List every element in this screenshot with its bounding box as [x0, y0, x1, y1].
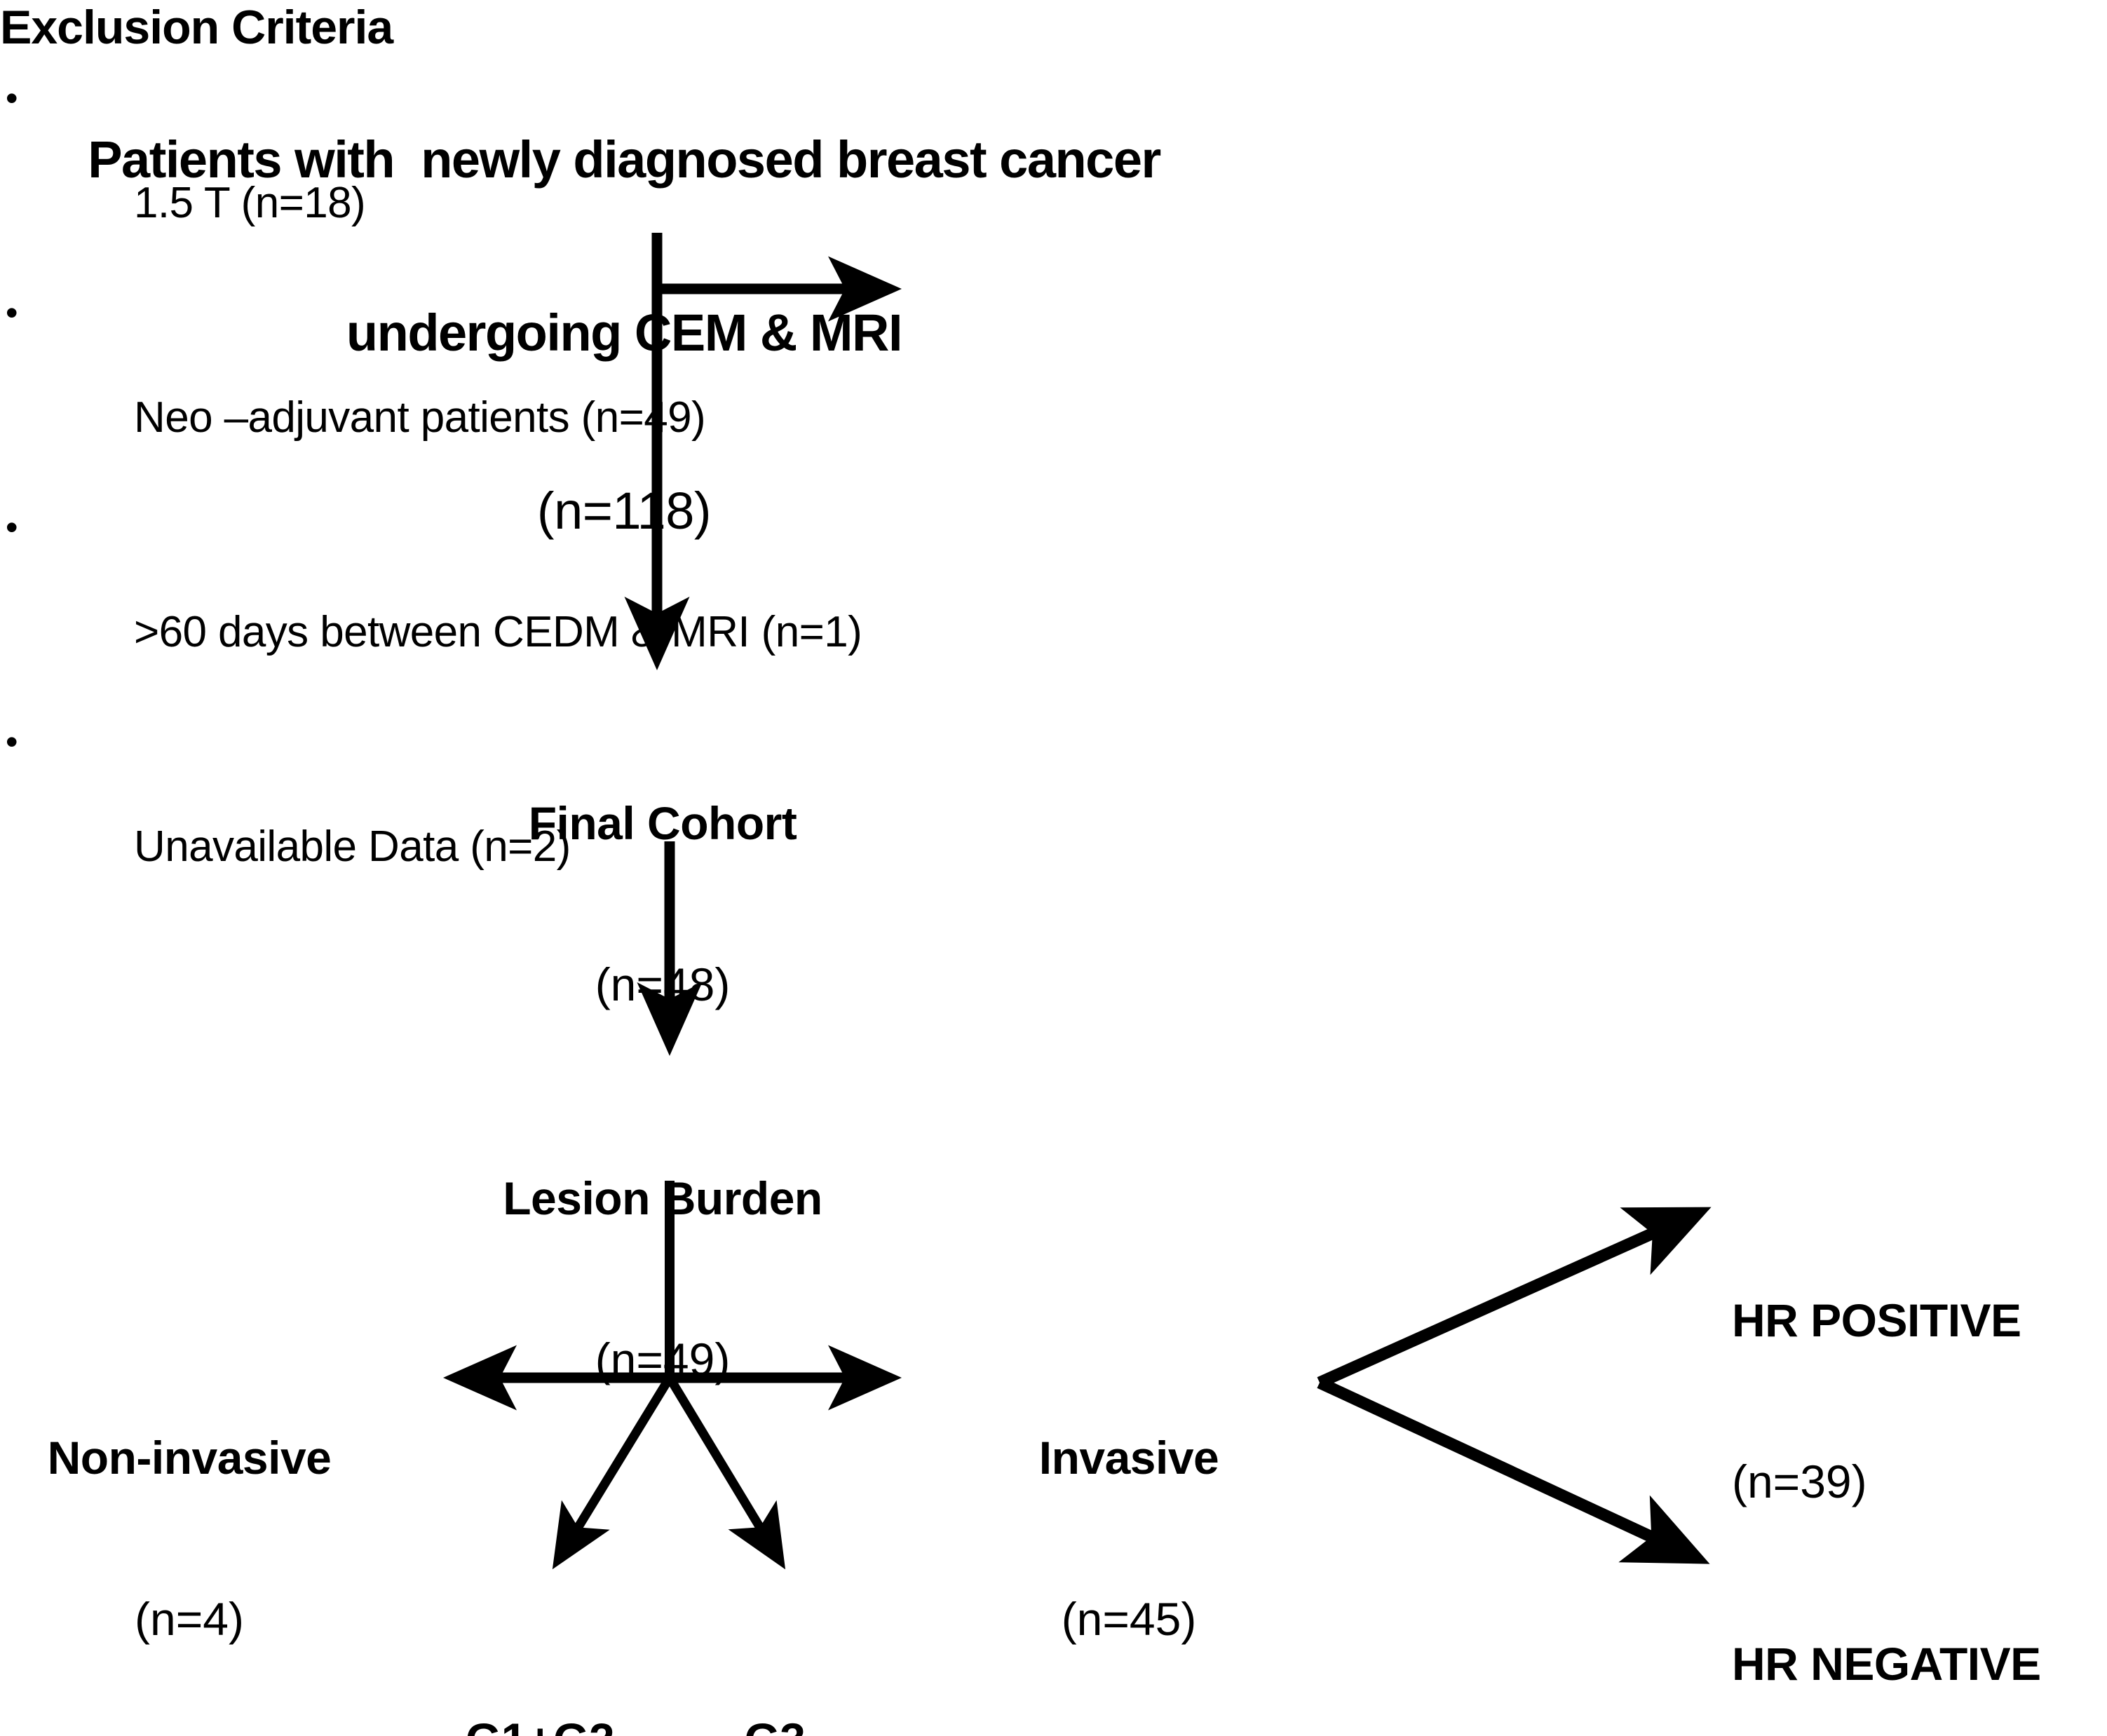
list-item: • 1.5 T (n=18): [0, 79, 1122, 278]
cohort-source-line2: undergoing CEM & MRI: [346, 303, 903, 362]
edge-invasive-to-hr-positive: [1317, 1207, 1712, 1388]
list-item-label: 1.5 T (n=18): [134, 179, 366, 227]
final-cohort-count: (n=48): [595, 958, 731, 1010]
list-item-label: Neo –adjuvant patients (n=49): [134, 393, 706, 442]
node-g3: G3 (n=21): [670, 1606, 880, 1736]
node-invasive: Invasive (n=45): [982, 1324, 1276, 1736]
list-item: • Unavailable Data (n=2): [0, 722, 1122, 921]
node-hr-positive: HR POSITIVE (n=39): [1732, 1186, 2096, 1615]
exclusion-criteria-title: Exclusion Criteria: [0, 1, 393, 54]
list-item: • Neo –adjuvant patients (n=49): [0, 293, 1122, 492]
cohort-source-count: (n=118): [536, 481, 712, 540]
hr-negative-label: HR NEGATIVE: [1732, 1638, 2041, 1690]
invasive-label: Invasive: [1038, 1432, 1219, 1484]
lesion-burden-label: Lesion Burden: [503, 1172, 822, 1225]
bullet-icon: •: [6, 79, 18, 118]
invasive-count: (n=45): [1061, 1592, 1197, 1645]
non-invasive-label: Non-invasive: [47, 1432, 332, 1484]
hr-positive-label: HR POSITIVE: [1732, 1294, 2021, 1347]
g3-label: G3: [670, 1713, 880, 1736]
node-cohort-source: Patients with newly diagnosed breast can…: [0, 13, 1248, 663]
non-invasive-count: (n=4): [135, 1592, 244, 1645]
g1-g2-label: G1+G2: [393, 1713, 687, 1736]
bullet-icon: •: [6, 722, 18, 761]
node-hr-negative: HR NEGATIVE (n=6): [1732, 1530, 2107, 1736]
node-final-cohort: Final Cohort (n=48): [410, 689, 915, 1118]
cohort-source-line1: Patients with newly diagnosed breast can…: [88, 130, 1161, 189]
hr-positive-count: (n=39): [1732, 1455, 1867, 1507]
node-lesion-burden: Lesion Burden (n=49): [410, 1064, 915, 1493]
list-item-label: >60 days between CEDM & MRI (n=1): [134, 608, 862, 656]
list-item: • >60 days between CEDM & MRI (n=1): [0, 508, 1122, 707]
lesion-burden-count: (n=49): [595, 1333, 731, 1385]
edge-invasive-to-hr-negative: [1317, 1377, 1710, 1564]
bullet-icon: •: [6, 508, 18, 547]
node-g1-g2: G1+G2 (n=28): [393, 1606, 687, 1736]
node-non-invasive: Non-invasive (n=4): [7, 1324, 372, 1736]
list-item-label: Unavailable Data (n=2): [134, 822, 571, 871]
final-cohort-label: Final Cohort: [528, 797, 797, 850]
bullet-icon: •: [6, 293, 18, 332]
